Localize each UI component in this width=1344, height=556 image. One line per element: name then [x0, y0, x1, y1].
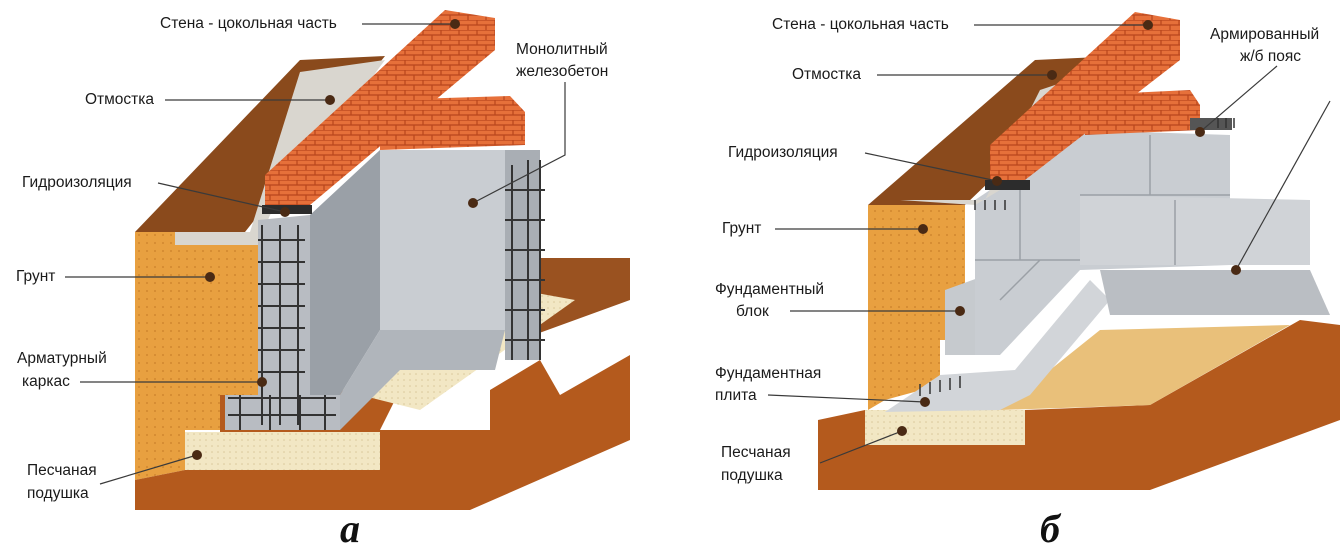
- label-belt-b-1: Армированный: [1210, 26, 1320, 43]
- diagram-b: [818, 12, 1340, 490]
- label-rebar-cage-a-2: каркас: [22, 373, 70, 390]
- label-block-b-2: блок: [736, 303, 769, 320]
- foundation-slab-b: [885, 280, 1110, 412]
- brick-wall-b-top: [1085, 90, 1200, 135]
- label-blind-area-a: Отмостка: [85, 91, 155, 108]
- label-waterproofing-b: Гидроизоляция: [728, 144, 838, 161]
- label-wall-plinth-b: Стена - цокольная часть: [772, 16, 949, 33]
- leader-dots: [192, 19, 1241, 460]
- label-monolith-a-1: Монолитный: [516, 41, 608, 58]
- caption-a: а: [340, 506, 360, 551]
- concrete-wall-a: [225, 215, 340, 430]
- label-sand-cushion-a-1: Песчаная: [27, 462, 97, 479]
- label-rebar-cage-a-1: Арматурный: [17, 350, 107, 367]
- earth-top-right-b: [1000, 325, 1290, 410]
- rebar-ends-b: [919, 118, 1235, 396]
- sand-cushion-b: [865, 410, 1025, 445]
- label-block-b-1: Фундаментный: [715, 281, 825, 298]
- brick-wall-a-top: [380, 96, 525, 150]
- label-soil-b: Грунт: [722, 220, 762, 237]
- label-waterproofing-a: Гидроизоляция: [22, 174, 132, 191]
- concrete-face-a: [380, 150, 505, 330]
- diagram-a: [135, 10, 630, 510]
- soil-section-b: [868, 205, 965, 410]
- label-sand-cushion-b-1: Песчаная: [721, 444, 791, 461]
- concrete-footing-a: [340, 330, 505, 430]
- block-row-b: [1080, 195, 1310, 265]
- waterproofing-b: [985, 180, 1030, 190]
- label-belt-b-2: ж/б пояс: [1240, 48, 1302, 65]
- sand-cushion-a: [185, 432, 380, 470]
- reinforced-belt-b: [1190, 118, 1232, 130]
- label-monolith-a-2: железобетон: [516, 63, 609, 80]
- caption-b: б: [1040, 506, 1060, 551]
- label-blind-area-b: Отмостка: [792, 66, 862, 83]
- leader-lines: [65, 23, 1331, 485]
- concrete-right-a: [505, 150, 540, 360]
- label-sand-cushion-a-2: подушка: [27, 485, 89, 502]
- block-joints-b: [975, 135, 1230, 301]
- label-slab-b-1: Фундаментная: [715, 365, 822, 382]
- block-face-b: [1100, 270, 1330, 315]
- soil-section-left: [135, 232, 258, 480]
- label-sand-cushion-b-2: подушка: [721, 467, 783, 484]
- rebar-cage-a: [228, 160, 545, 430]
- label-soil-a: Грунт: [16, 268, 56, 285]
- blind-area-a: [175, 60, 385, 245]
- concrete-side-a: [310, 150, 380, 395]
- earth-front-b: [818, 320, 1340, 490]
- label-slab-b-2: плита: [715, 387, 757, 404]
- label-wall-plinth-a: Стена - цокольная часть: [160, 15, 337, 32]
